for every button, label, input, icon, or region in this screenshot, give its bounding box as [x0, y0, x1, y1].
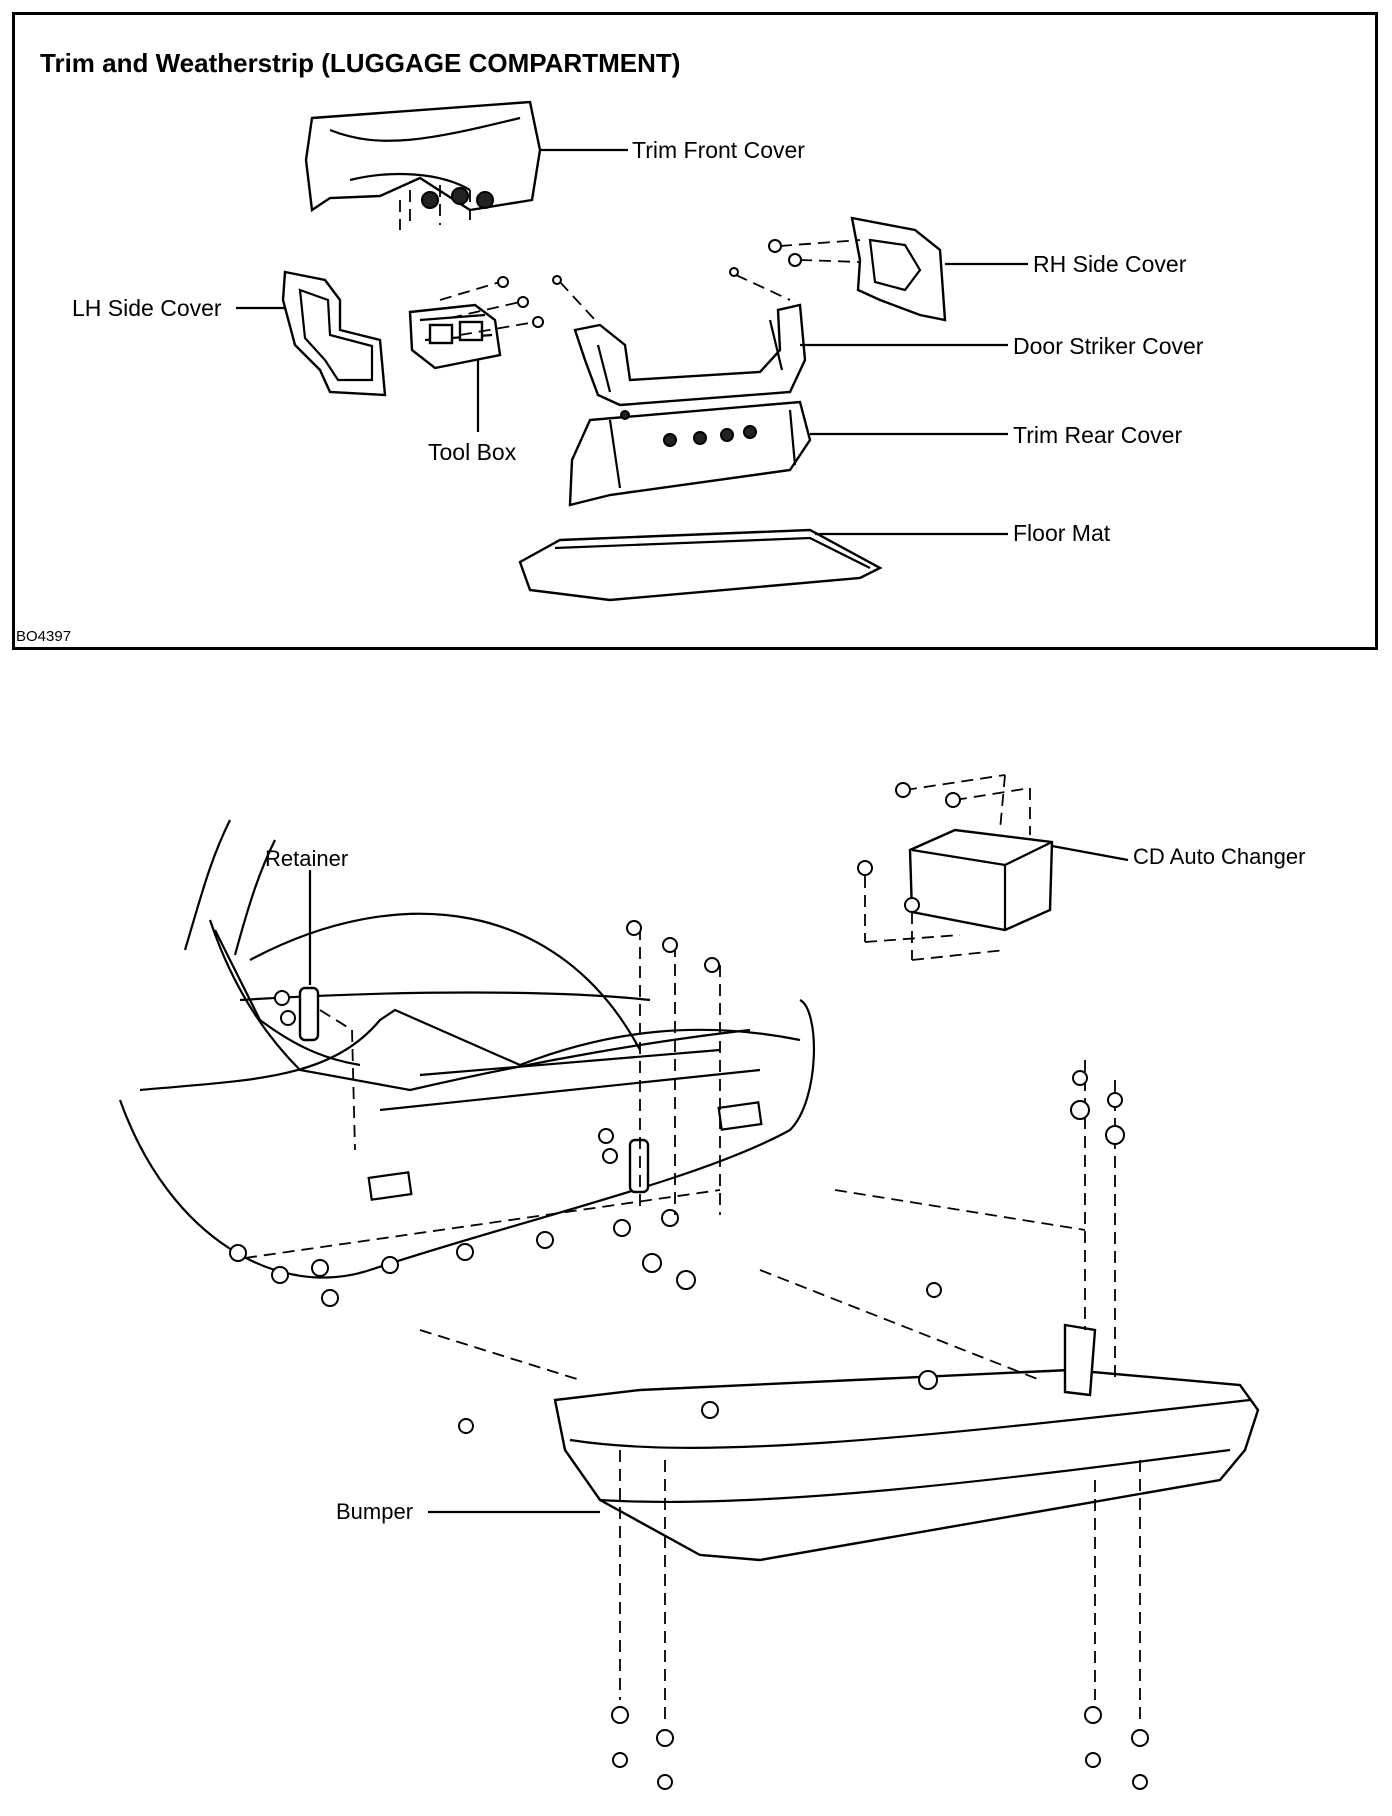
label-retainer: Retainer: [265, 846, 349, 871]
trim-rear-cover-drawing: [568, 400, 1008, 507]
rh-side-cover-drawing: [768, 216, 1028, 322]
label-lh-side-cover: LH Side Cover: [72, 295, 222, 321]
label-door-striker-cover: Door Striker Cover: [1013, 333, 1204, 359]
cd-auto-changer-drawing: [857, 774, 1129, 961]
bumper-drawing: [419, 1060, 1260, 1720]
top-panel-frame: [12, 12, 1378, 650]
lh-side-cover-drawing: [236, 270, 387, 397]
label-rh-side-cover: RH Side Cover: [1033, 251, 1187, 277]
floor-mat-drawing: [518, 528, 1008, 602]
label-cd-auto-changer: CD Auto Changer: [1133, 844, 1306, 869]
label-tool-box: Tool Box: [428, 439, 517, 465]
label-bumper: Bumper: [336, 1499, 414, 1524]
label-floor-mat: Floor Mat: [1013, 520, 1111, 546]
retainer-drawing: [274, 870, 650, 1194]
car-body-drawing: [118, 819, 816, 1279]
bumper-fasteners: [458, 1070, 1149, 1790]
tool-box-drawing: [408, 276, 544, 432]
label-trim-front-cover: Trim Front Cover: [632, 137, 805, 163]
figure-code: BO4397: [16, 628, 72, 645]
label-trim-rear-cover: Trim Rear Cover: [1013, 422, 1183, 448]
door-striker-cover-drawing: [552, 267, 1008, 407]
trim-front-cover-drawing: [304, 100, 628, 230]
diagram-title: Trim and Weatherstrip (LUGGAGE COMPARTME…: [40, 48, 681, 78]
trunk-bolts: [229, 920, 721, 1307]
